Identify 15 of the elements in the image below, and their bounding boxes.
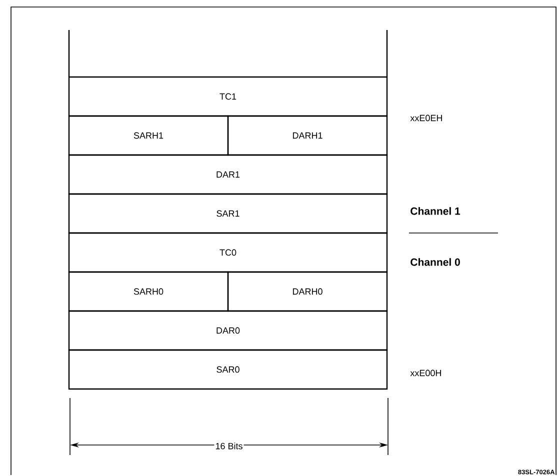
register-box: SARH1 bbox=[68, 115, 229, 156]
channel-label: Channel 1 bbox=[410, 207, 460, 215]
dimension-label: 16 Bits bbox=[214, 442, 244, 450]
register-box: DAR1 bbox=[68, 154, 388, 195]
register-box: DARH1 bbox=[227, 115, 388, 156]
register-box: TC0 bbox=[68, 232, 388, 273]
register-box: TC1 bbox=[68, 76, 388, 117]
channel-label: Channel 0 bbox=[410, 258, 460, 266]
register-box: SARH0 bbox=[68, 271, 229, 312]
address-label: xxE00H bbox=[410, 370, 441, 376]
register-box: SAR1 bbox=[68, 193, 388, 234]
register-box: SAR0 bbox=[68, 349, 388, 390]
address-label: xxE0EH bbox=[410, 114, 442, 122]
register-box: DAR0 bbox=[68, 310, 388, 351]
register-box: DARH0 bbox=[227, 271, 388, 312]
